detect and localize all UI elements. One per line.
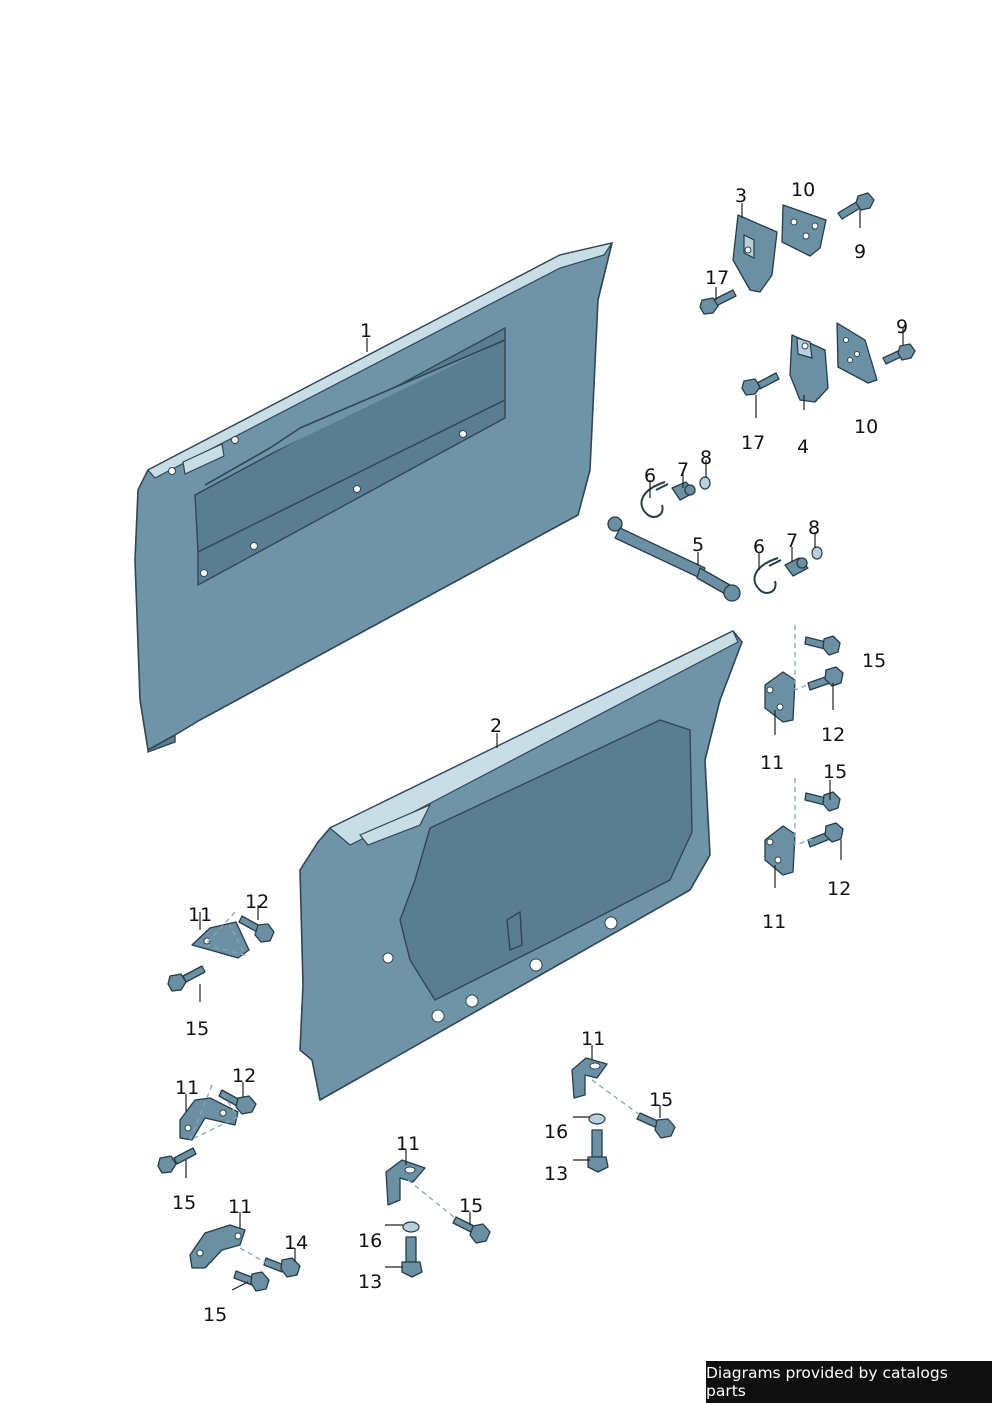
gas-strut xyxy=(607,516,741,602)
callout-2: 2 xyxy=(490,715,502,737)
hinge-lower xyxy=(789,334,829,403)
callout-15-right-b: 15 xyxy=(823,761,847,783)
door-panel-upper xyxy=(134,242,614,754)
bolt-17-upper xyxy=(699,289,737,315)
clip-6-a xyxy=(640,481,669,518)
callout-11-left-b: 11 xyxy=(175,1077,199,1099)
bolt-15-right-a xyxy=(804,635,841,656)
door-panel-lower xyxy=(299,630,743,1101)
assembly-lines xyxy=(188,625,813,1265)
bolt-15-left-a xyxy=(167,965,206,992)
ring-8-b xyxy=(811,546,823,560)
bracket-11-bottom-a xyxy=(385,1159,426,1206)
callout-7-b: 7 xyxy=(786,530,798,552)
bracket-11-left-c xyxy=(189,1224,246,1269)
attribution-text: Diagrams provided by catalogs parts xyxy=(706,1364,948,1400)
hinge-upper xyxy=(732,214,778,293)
callout-15-left-a: 15 xyxy=(185,1018,209,1040)
callout-8-a: 8 xyxy=(700,447,712,469)
bolt-15-left-c xyxy=(233,1270,270,1292)
bolt-17-lower xyxy=(741,372,780,396)
ball-stud-7-a xyxy=(671,481,696,501)
bolt-12-right-a xyxy=(807,666,844,691)
leader-lines xyxy=(185,203,904,1291)
callout-16-bottom-a: 16 xyxy=(358,1230,382,1252)
callout-17-upper: 17 xyxy=(705,267,729,289)
callout-11-bottom-a: 11 xyxy=(396,1133,420,1155)
callout-7-a: 7 xyxy=(677,459,689,481)
washer-16-bottom-b xyxy=(588,1113,606,1125)
bolt-15-right-b xyxy=(804,791,841,812)
bolt-12-left-b xyxy=(218,1089,257,1115)
callout-11-bottom-b: 11 xyxy=(581,1028,605,1050)
callout-9-lower: 9 xyxy=(896,316,908,338)
callout-13-bottom-a: 13 xyxy=(358,1271,382,1293)
callout-6-b: 6 xyxy=(753,536,765,558)
hinge-plate-lower xyxy=(836,322,878,384)
bolt-14-left xyxy=(263,1257,301,1278)
hinge-plate-upper xyxy=(781,204,827,257)
callout-5: 5 xyxy=(692,534,704,556)
callout-10-upper: 10 xyxy=(791,179,815,201)
callout-labels: 1 2 3 10 9 17 9 17 4 10 6 7 8 5 6 7 8 15… xyxy=(172,179,908,1326)
callout-6-a: 6 xyxy=(644,465,656,487)
bolt-12-left-a xyxy=(238,915,275,943)
bolt-15-bottom-b xyxy=(636,1112,676,1139)
bracket-11-right-a xyxy=(764,671,796,723)
bolt-13-bottom-a xyxy=(401,1236,423,1278)
ring-8-a xyxy=(699,476,711,490)
callout-8-b: 8 xyxy=(808,517,820,539)
callout-9-upper: 9 xyxy=(854,241,866,263)
callout-13-bottom-b: 13 xyxy=(544,1163,568,1185)
callout-12-right-a: 12 xyxy=(821,724,845,746)
washer-16-bottom-a xyxy=(402,1221,420,1233)
bracket-11-right-b xyxy=(764,825,796,876)
callout-12-left-b: 12 xyxy=(232,1065,256,1087)
bolt-9-upper xyxy=(837,192,875,220)
ball-stud-7-b xyxy=(784,557,809,577)
callout-1: 1 xyxy=(360,320,372,342)
callout-15-left-b: 15 xyxy=(172,1192,196,1214)
bolt-13-bottom-b xyxy=(587,1129,609,1173)
bolt-15-left-b xyxy=(157,1147,197,1174)
callout-11-right-b: 11 xyxy=(762,911,786,933)
callout-15-right-a: 15 xyxy=(862,650,886,672)
bolt-9-lower xyxy=(882,343,916,365)
callout-17-lower: 17 xyxy=(741,432,765,454)
callout-11-left-c: 11 xyxy=(228,1196,252,1218)
callout-11-right-a: 11 xyxy=(760,752,784,774)
callout-12-left-a: 12 xyxy=(245,891,269,913)
callout-11-left-a: 11 xyxy=(188,904,212,926)
callout-15-bottom-b: 15 xyxy=(649,1089,673,1111)
callout-10-lower: 10 xyxy=(854,416,878,438)
clip-6-b xyxy=(753,557,782,594)
callout-14: 14 xyxy=(284,1232,308,1254)
callout-4: 4 xyxy=(797,436,809,458)
callout-15-bottom-a: 15 xyxy=(459,1195,483,1217)
callout-15-left-c: 15 xyxy=(203,1304,227,1326)
bracket-11-left-a xyxy=(191,921,250,959)
callout-12-right-b: 12 xyxy=(827,878,851,900)
callout-16-bottom-b: 16 xyxy=(544,1121,568,1143)
bolt-12-right-b xyxy=(807,822,844,848)
callout-3: 3 xyxy=(735,185,747,207)
bracket-11-bottom-b xyxy=(571,1057,608,1099)
attribution-banner: Diagrams provided by catalogs parts xyxy=(706,1361,992,1403)
